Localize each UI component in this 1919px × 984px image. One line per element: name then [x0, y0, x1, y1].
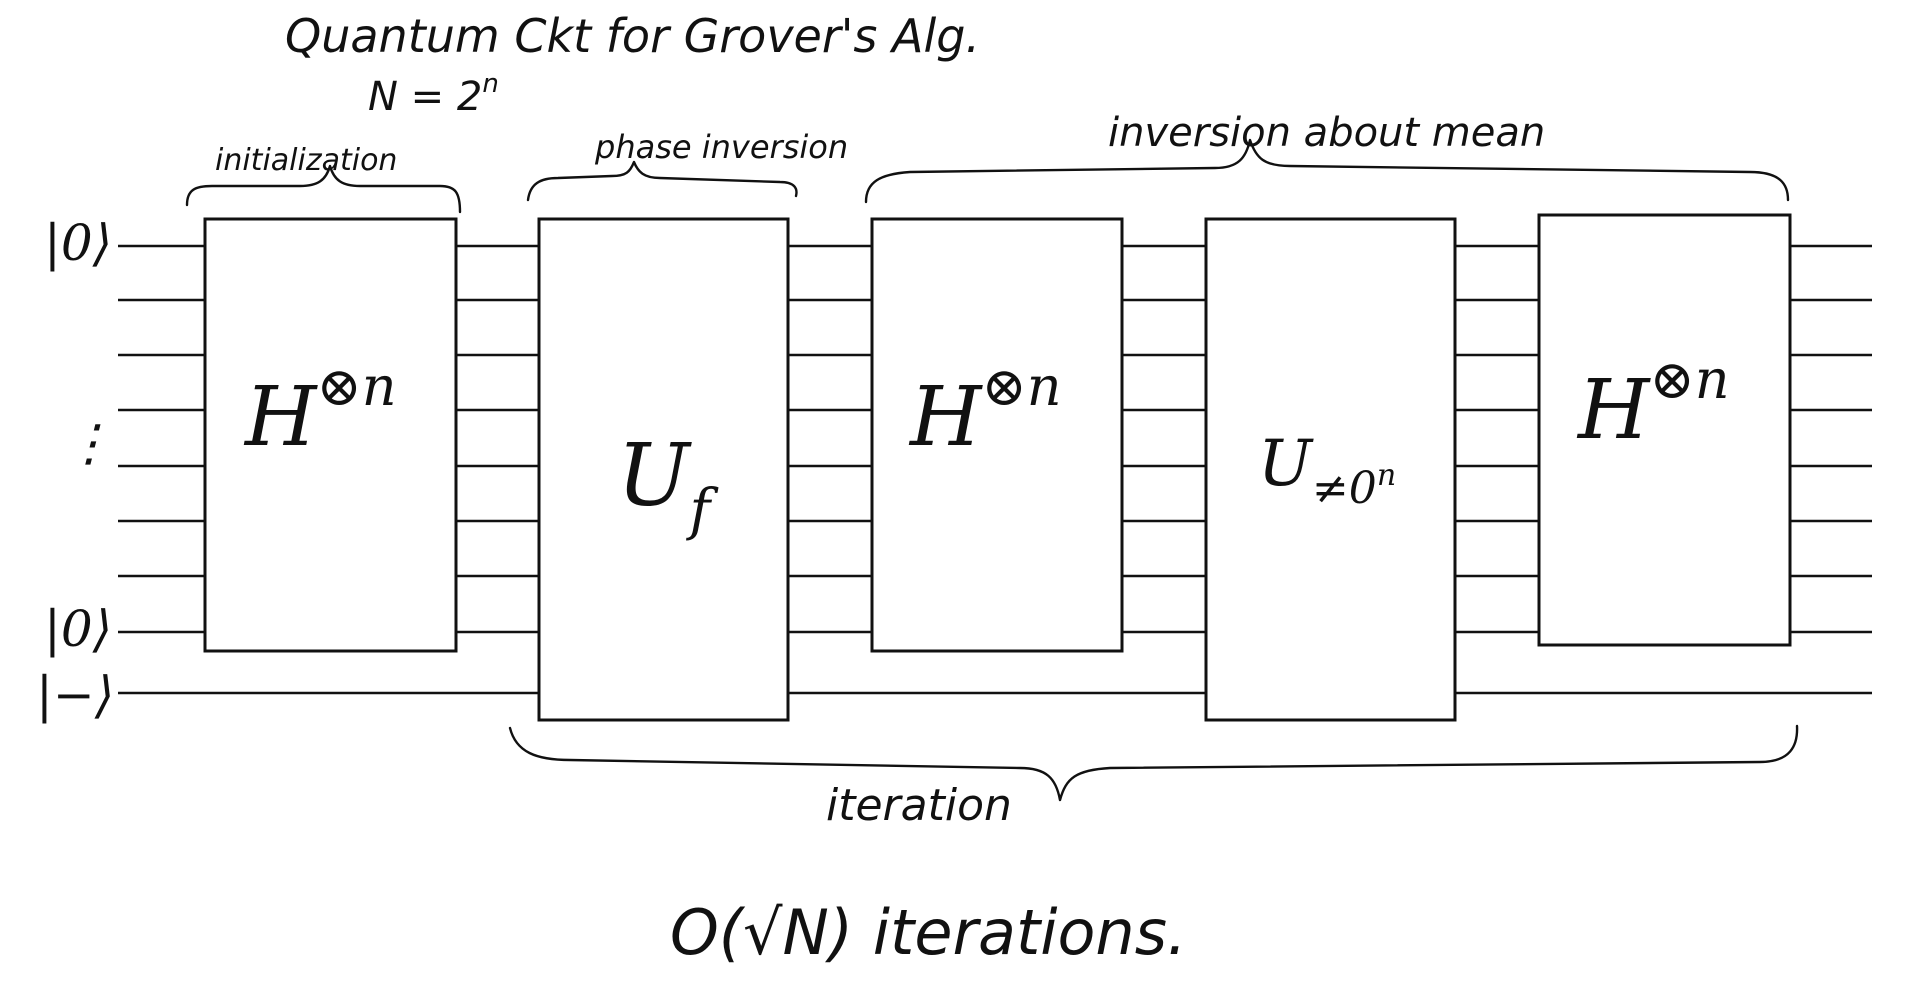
gate-h-third-base: H [1576, 363, 1651, 458]
iteration-count-sqrt: √N [743, 896, 829, 969]
label-inversion-about-mean: inversion about mean [1108, 110, 1545, 156]
svg-text:U≠0n: U≠0n [1258, 427, 1396, 514]
equation-base: N = 2 [368, 74, 482, 120]
input-ket-bottom: |0⟩ [44, 600, 112, 658]
iteration-count-suffix: ) iterations. [825, 896, 1187, 969]
input-ket-top: |0⟩ [44, 214, 112, 272]
gate-h-initial-base: H [243, 370, 318, 465]
gate-oracle: Uf [537, 217, 790, 722]
svg-text:O(√N) iterations.: O(√N) iterations. [670, 896, 1187, 969]
svg-text:H⊗n: H⊗n [243, 355, 397, 465]
equation-exponent: n [482, 69, 498, 99]
gate-h-third-sup: ⊗n [1650, 348, 1730, 411]
iteration-count-prefix: O( [670, 896, 746, 969]
gate-h-third: H⊗n [1537, 213, 1792, 647]
brace-phase-inversion [526, 160, 798, 202]
brace-iteration [508, 724, 1799, 802]
label-phase-inversion: phase inversion [594, 128, 848, 166]
gate-oracle-base: U [617, 426, 692, 526]
label-initialization: initialization [215, 143, 397, 178]
gate-conditional-phase-subsup: n [1377, 458, 1396, 493]
input-ket-ancilla: |−⟩ [36, 666, 114, 724]
grover-size-equation: N = 2n [368, 69, 499, 120]
gate-conditional-phase: U≠0n [1204, 217, 1457, 722]
svg-text:H⊗n: H⊗n [1576, 348, 1730, 458]
gate-conditional-phase-sub: ≠0 [1312, 463, 1377, 514]
gate-h-initial: H⊗n [203, 217, 458, 653]
svg-text:H⊗n: H⊗n [908, 355, 1062, 465]
diagram-title: Quantum Ckt for Grover's Alg. [285, 9, 980, 63]
gate-h-initial-sup: ⊗n [317, 355, 397, 418]
gate-h-second-base: H [908, 370, 983, 465]
input-dots: ⋮ [64, 414, 114, 472]
iteration-count: O(√N) iterations. [670, 896, 1187, 969]
gate-h-second: H⊗n [870, 217, 1124, 653]
gate-h-second-sup: ⊗n [982, 355, 1062, 418]
gate-conditional-phase-base: U [1258, 427, 1314, 501]
brace-inversion-about-mean [864, 138, 1790, 204]
brace-initialization [185, 164, 462, 214]
label-iteration: iteration [826, 780, 1012, 831]
